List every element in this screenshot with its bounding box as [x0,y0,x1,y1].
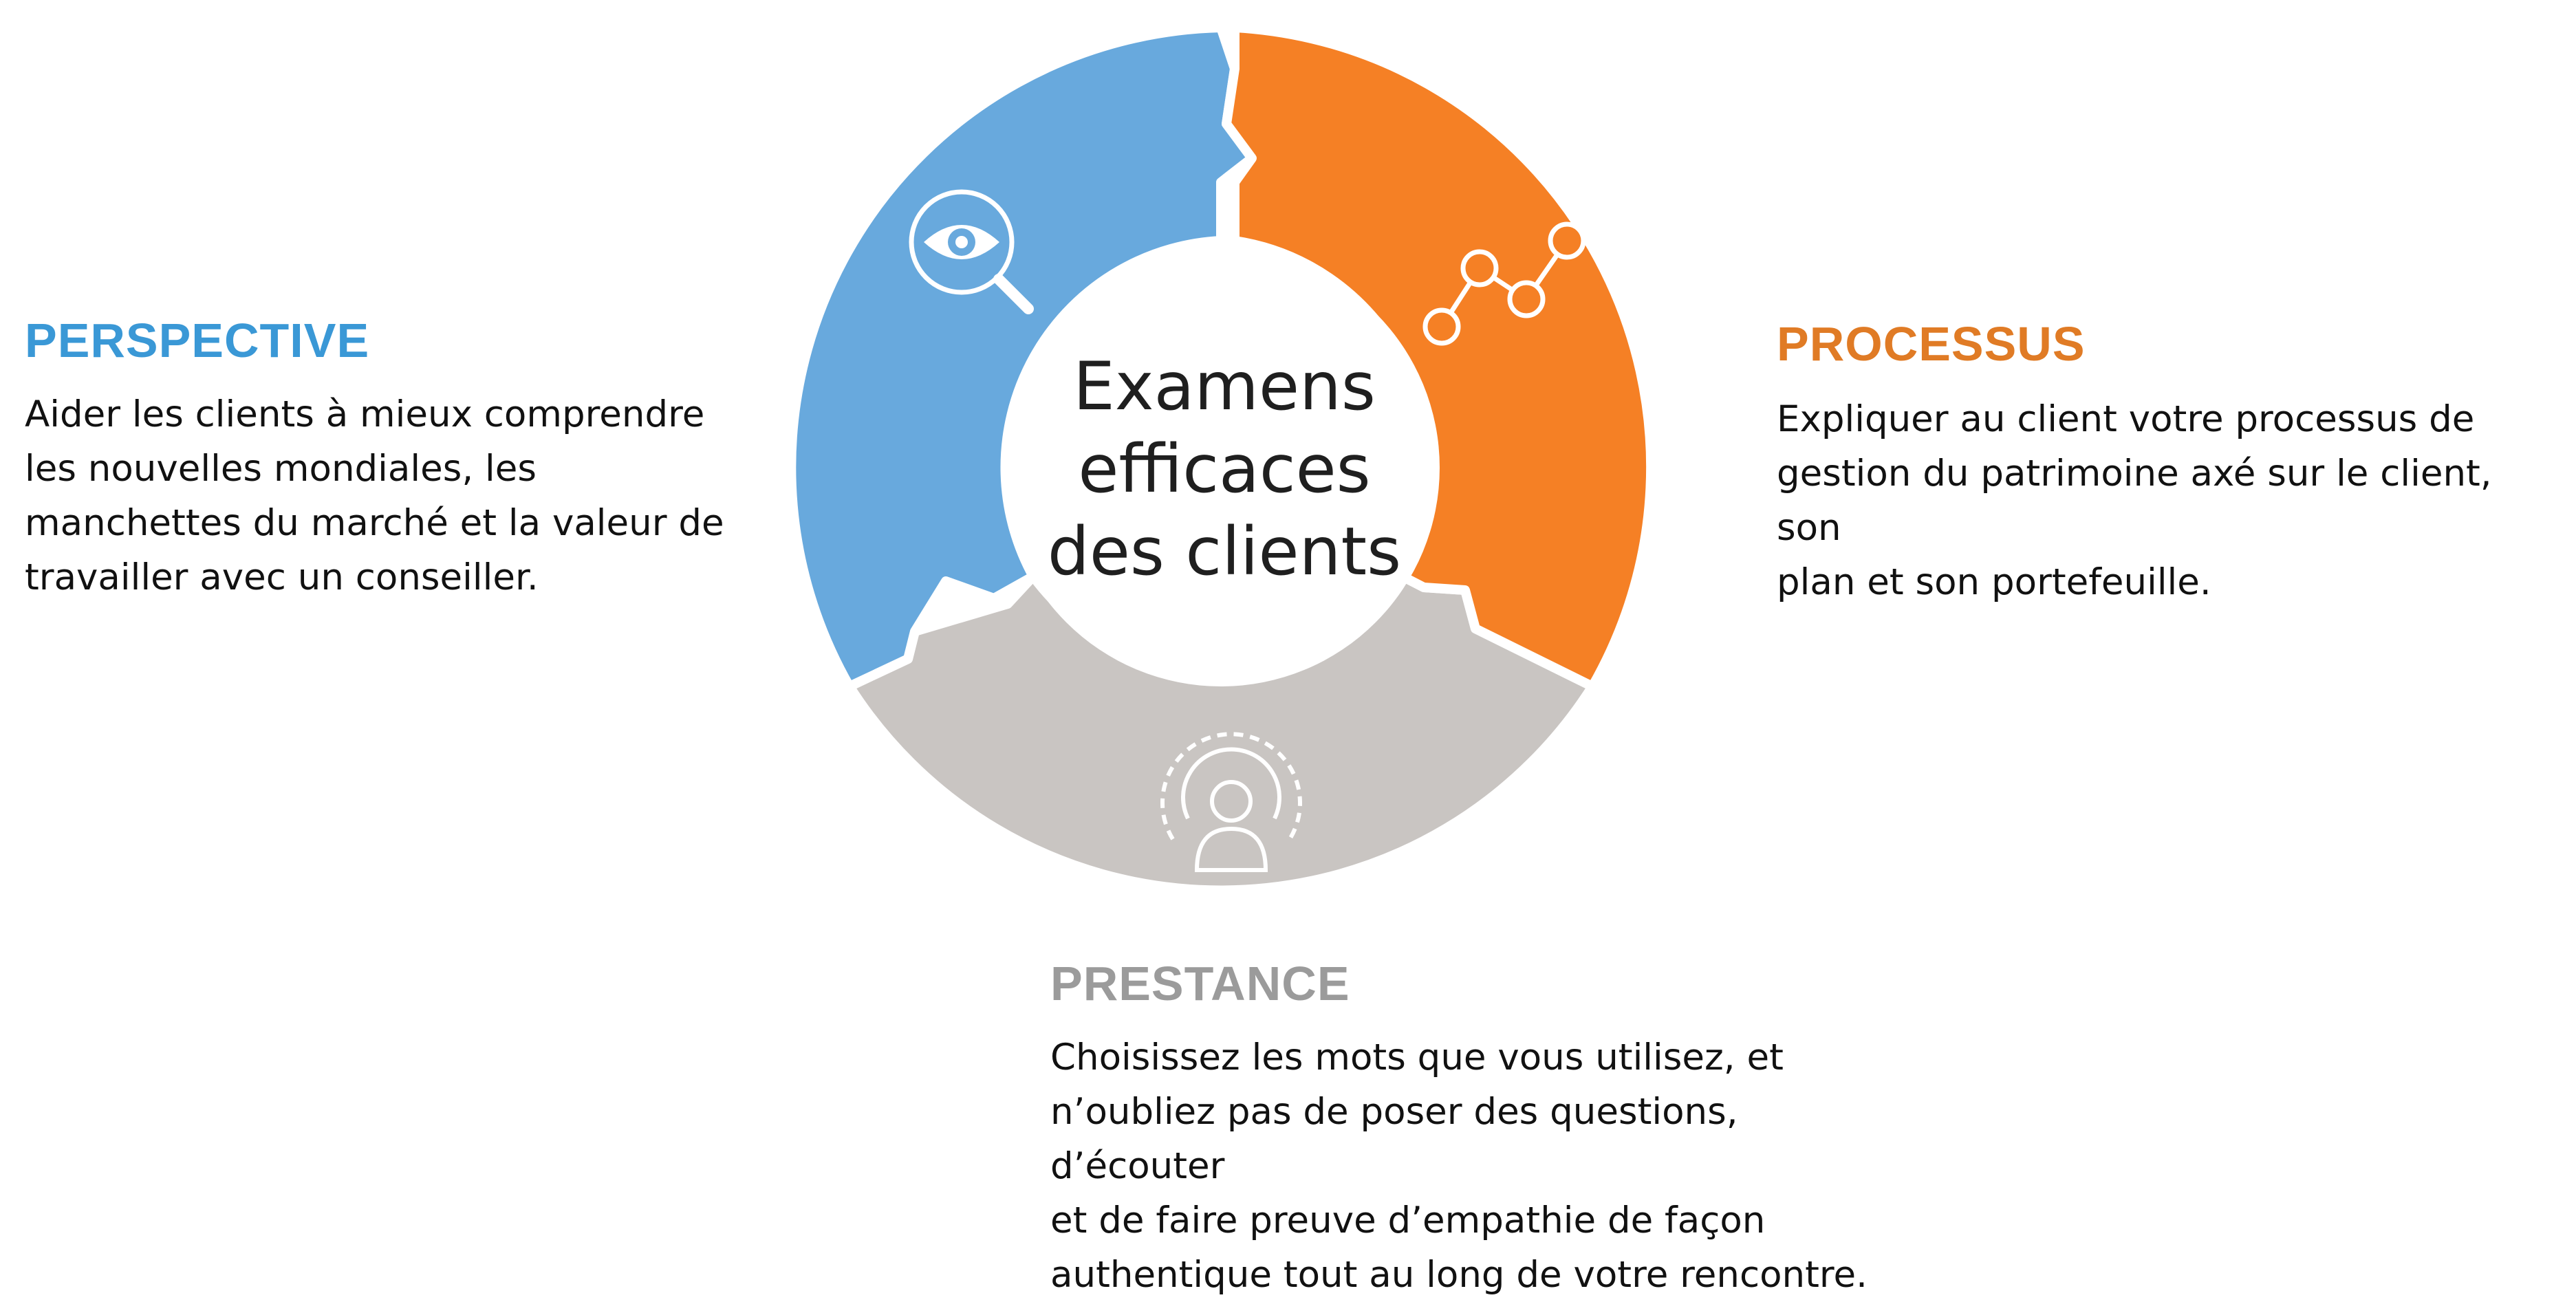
perspective-description: Aider les clients à mieux comprendre les… [25,393,724,598]
prestance-title: PRESTANCE [1050,957,1350,1010]
center-title-line2: efficaces [1078,431,1370,508]
person-broadcast-icon [1160,732,1302,872]
section-processus: PROCESSUS Expliquer au client votre proc… [1777,316,2568,609]
ring-segment-perspective [786,23,1257,691]
cycle-diagram: Examens efficaces des clients [786,23,1656,896]
processus-title: PROCESSUS [1777,317,2086,371]
center-title-line3: des clients [1048,513,1401,590]
section-perspective: PERSPECTIVE Aider les clients à mieux co… [25,313,754,605]
section-prestance: PRESTANCE Choisissez les mots que vous u… [1050,956,1917,1302]
center-circle [1002,249,1440,686]
eye-magnifier-icon [909,189,1034,314]
line-graph-icon [1422,221,1586,346]
prestance-description: Choisissez les mots que vous utilisez, e… [1050,1037,1868,1296]
center-title-line1: Examens [1073,348,1376,425]
processus-description: Expliquer au client votre processus de g… [1777,398,2492,603]
perspective-title: PERSPECTIVE [25,314,370,367]
